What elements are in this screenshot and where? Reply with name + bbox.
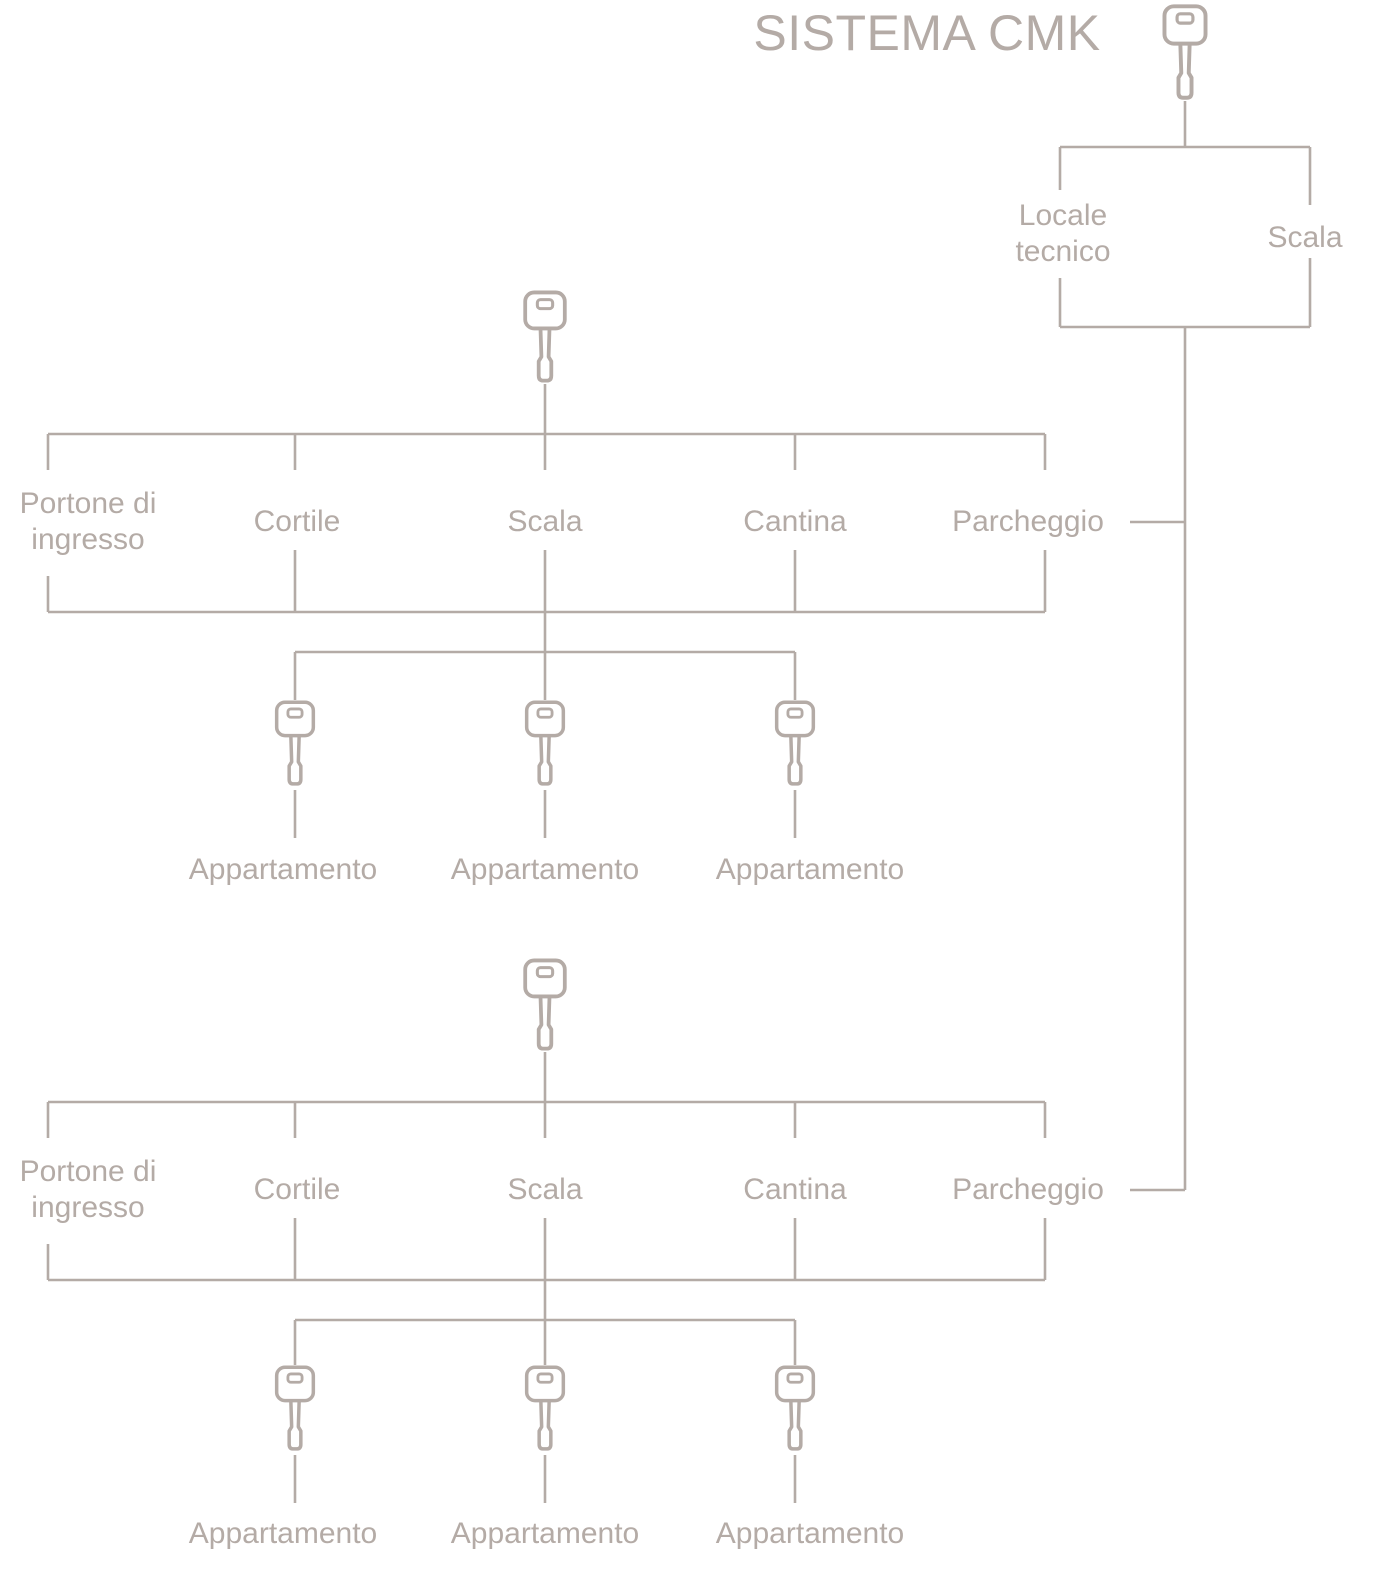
door-label-scala: Scala [507, 1173, 583, 1206]
apartment-key-icon [774, 1365, 816, 1451]
submaster-key-icon-group1 [523, 290, 567, 383]
door-label-scala: Scala [507, 505, 583, 538]
master-key-icon [1162, 4, 1208, 100]
node-label-locale-tecnico: Locale tecnico [1015, 199, 1111, 268]
apartment-label: Appartamento [450, 1517, 640, 1550]
door-label-cortile: Cortile [253, 505, 341, 538]
apartment-key-icon [524, 700, 566, 786]
apartment-label: Appartamento [188, 853, 378, 886]
door-label-cantina: Cantina [743, 1173, 847, 1206]
apartment-label: Appartamento [450, 853, 640, 886]
door-label-cortile: Cortile [253, 1173, 341, 1206]
door-label-portone-di-ingresso: Portone di ingresso [19, 1155, 157, 1224]
door-label-portone-di-ingresso: Portone di ingresso [19, 487, 157, 556]
tree-connectors-group2 [46, 1052, 1047, 1503]
apartment-key-icon [524, 1365, 566, 1451]
diagram-title: SISTEMA CMK [753, 5, 1101, 61]
submaster-key-icon-group2 [523, 958, 567, 1051]
tree-connectors-group1 [46, 384, 1047, 838]
door-label-cantina: Cantina [743, 505, 847, 538]
apartment-label: Appartamento [715, 853, 905, 886]
apartment-label: Appartamento [715, 1517, 905, 1550]
tree-connectors-master [1058, 101, 1312, 1192]
apartment-key-icon [274, 1365, 316, 1451]
door-label-parcheggio: Parcheggio [952, 1173, 1104, 1206]
apartment-label: Appartamento [188, 1517, 378, 1550]
apartment-key-icon [274, 700, 316, 786]
door-label-parcheggio: Parcheggio [952, 505, 1104, 538]
node-label-scala-top: Scala [1267, 221, 1343, 254]
apartment-key-icon [774, 700, 816, 786]
